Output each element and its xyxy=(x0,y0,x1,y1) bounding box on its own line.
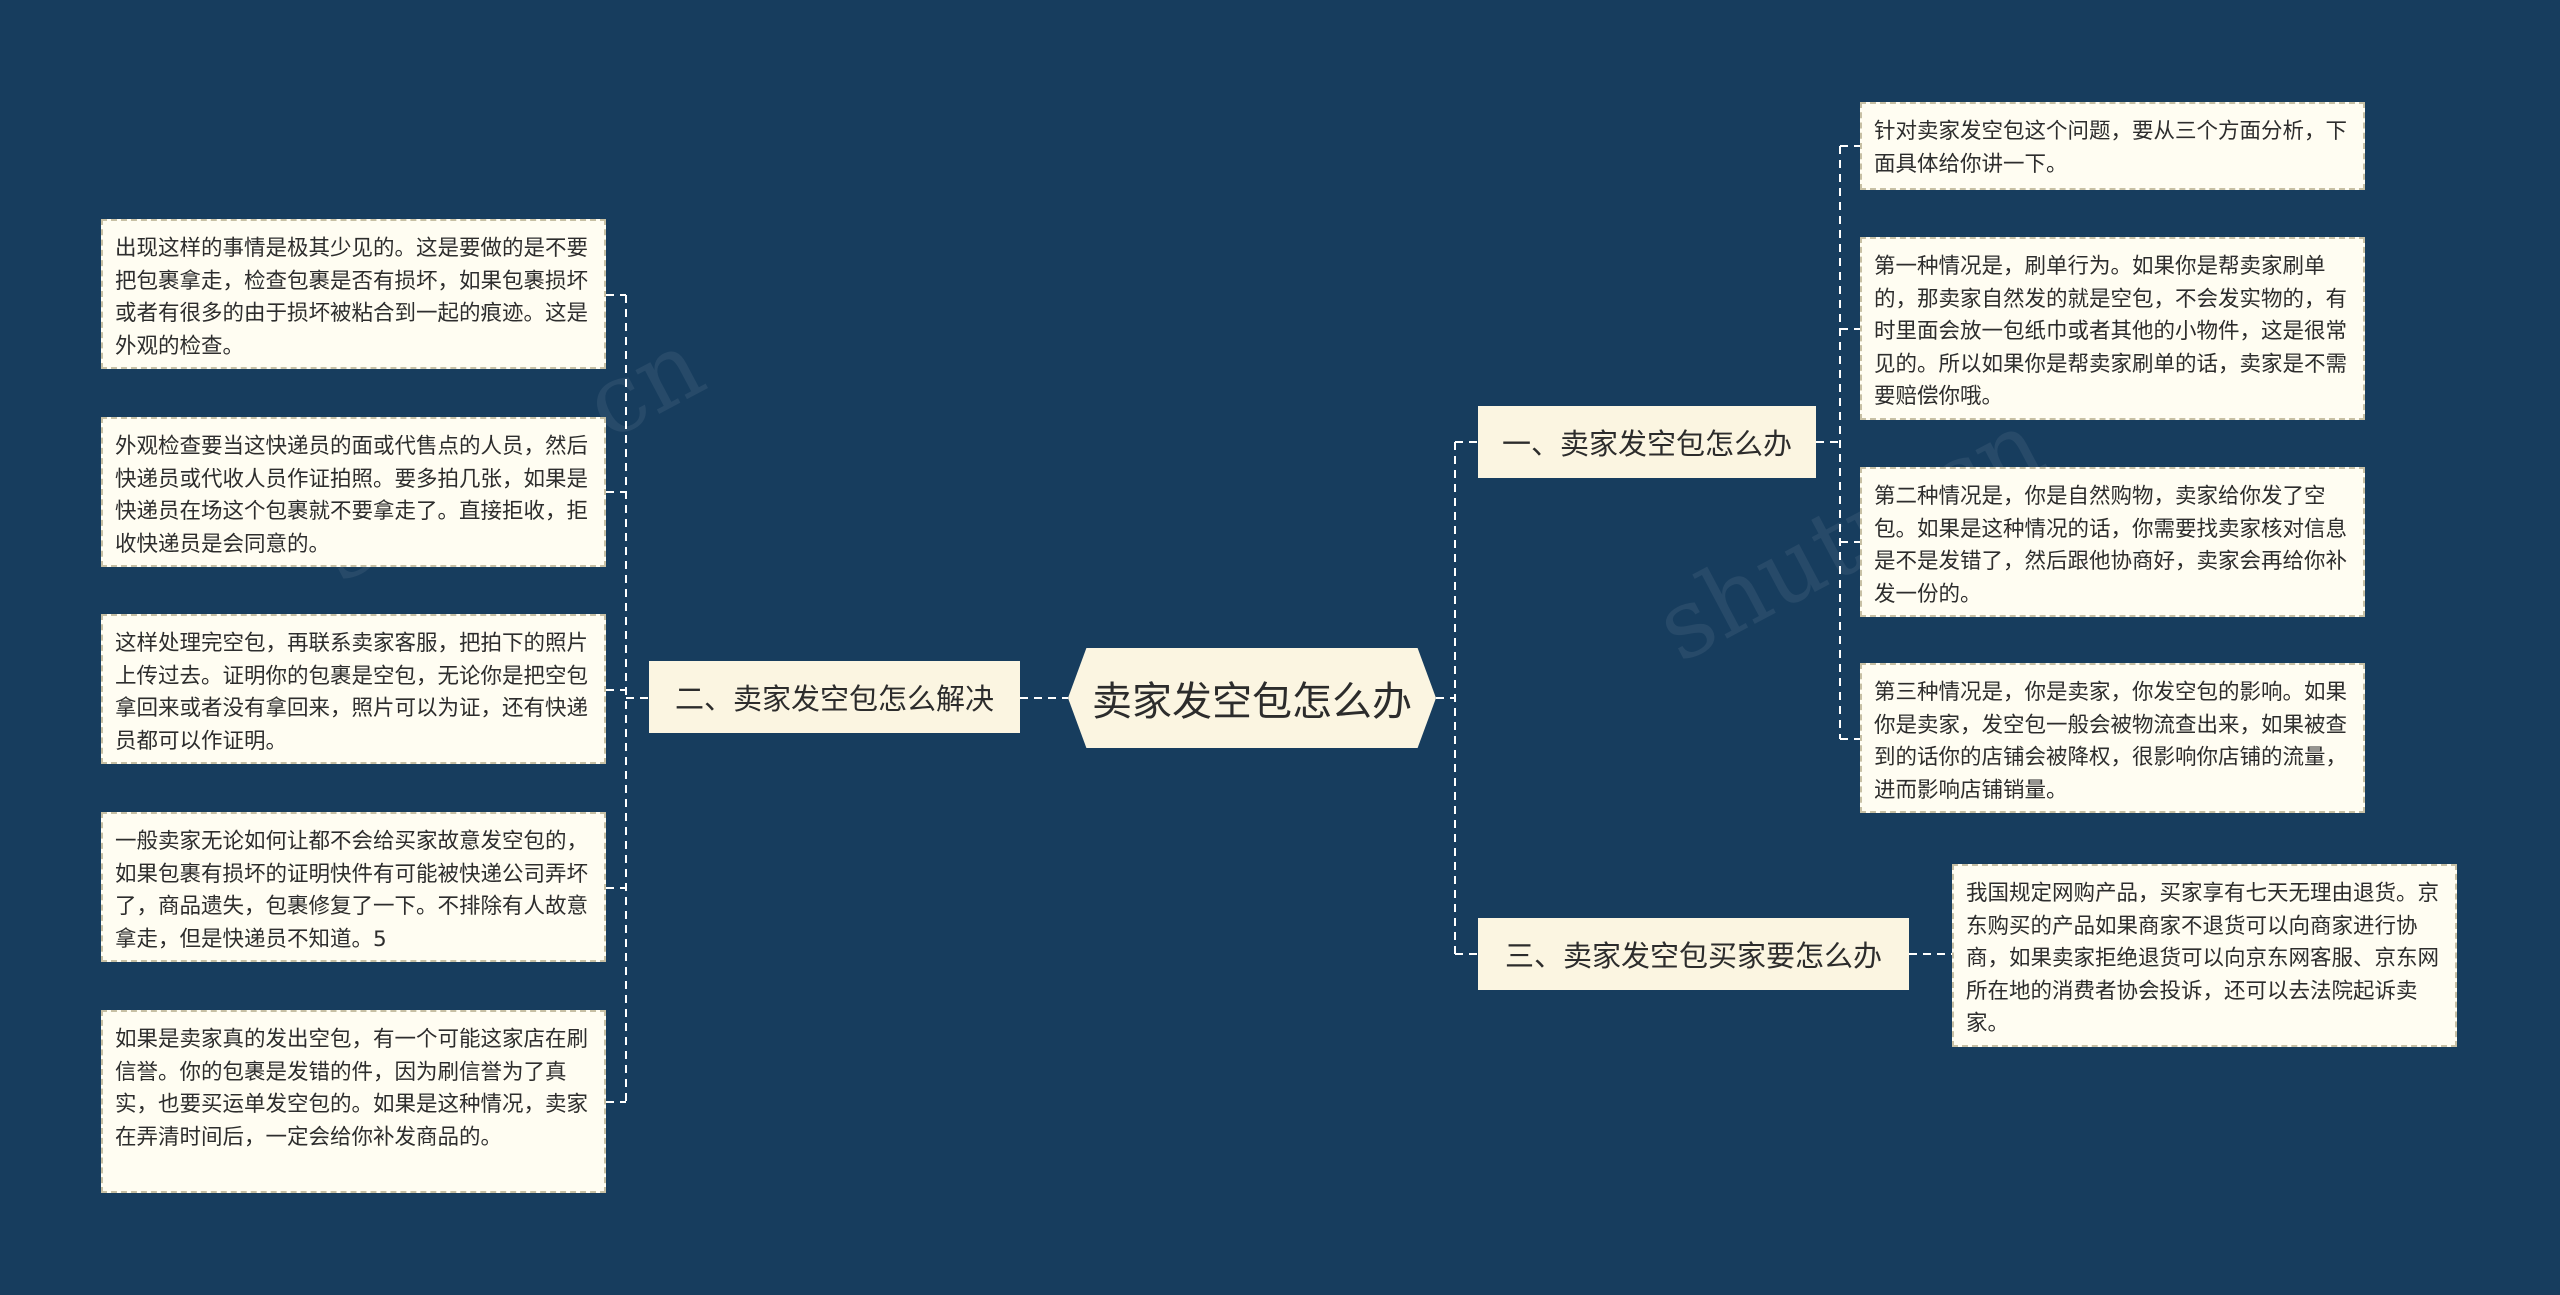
leaf-2-1: 出现这样的事情是极其少见的。这是要做的是不要把包裹拿走，检查包裹是否有损坏，如果… xyxy=(101,219,606,369)
leaf-2-4: 一般卖家无论如何让都不会给买家故意发空包的，如果包裹有损坏的证明快件有可能被快递… xyxy=(101,812,606,962)
branch-node-1[interactable]: 一、卖家发空包怎么办 xyxy=(1478,406,1816,478)
leaf-1-2: 第一种情况是，刷单行为。如果你是帮卖家刷单的，那卖家自然发的就是空包，不会发实物… xyxy=(1860,237,2365,420)
leaf-1-4: 第三种情况是，你是卖家，你发空包的影响。如果你是卖家，发空包一般会被物流查出来，… xyxy=(1860,663,2365,813)
leaf-3-1: 我国规定网购产品，买家享有七天无理由退货。京东购买的产品如果商家不退货可以向商家… xyxy=(1952,864,2457,1047)
branch-node-2[interactable]: 二、卖家发空包怎么解决 xyxy=(649,661,1020,733)
leaf-2-2: 外观检查要当这快递员的面或代售点的人员，然后快递员或代收人员作证拍照。要多拍几张… xyxy=(101,417,606,567)
leaf-1-1: 针对卖家发空包这个问题，要从三个方面分析，下面具体给你讲一下。 xyxy=(1860,102,2365,190)
branch-node-3[interactable]: 三、卖家发空包买家要怎么办 xyxy=(1478,918,1909,990)
leaf-2-3: 这样处理完空包，再联系卖家客服，把拍下的照片上传过去。证明你的包裹是空包，无论你… xyxy=(101,614,606,764)
leaf-1-3: 第二种情况是，你是自然购物，卖家给你发了空包。如果是这种情况的话，你需要找卖家核… xyxy=(1860,467,2365,617)
leaf-2-5: 如果是卖家真的发出空包，有一个可能这家店在刷信誉。你的包裹是发错的件，因为刷信誉… xyxy=(101,1010,606,1193)
root-node[interactable]: 卖家发空包怎么办 xyxy=(1068,648,1436,748)
